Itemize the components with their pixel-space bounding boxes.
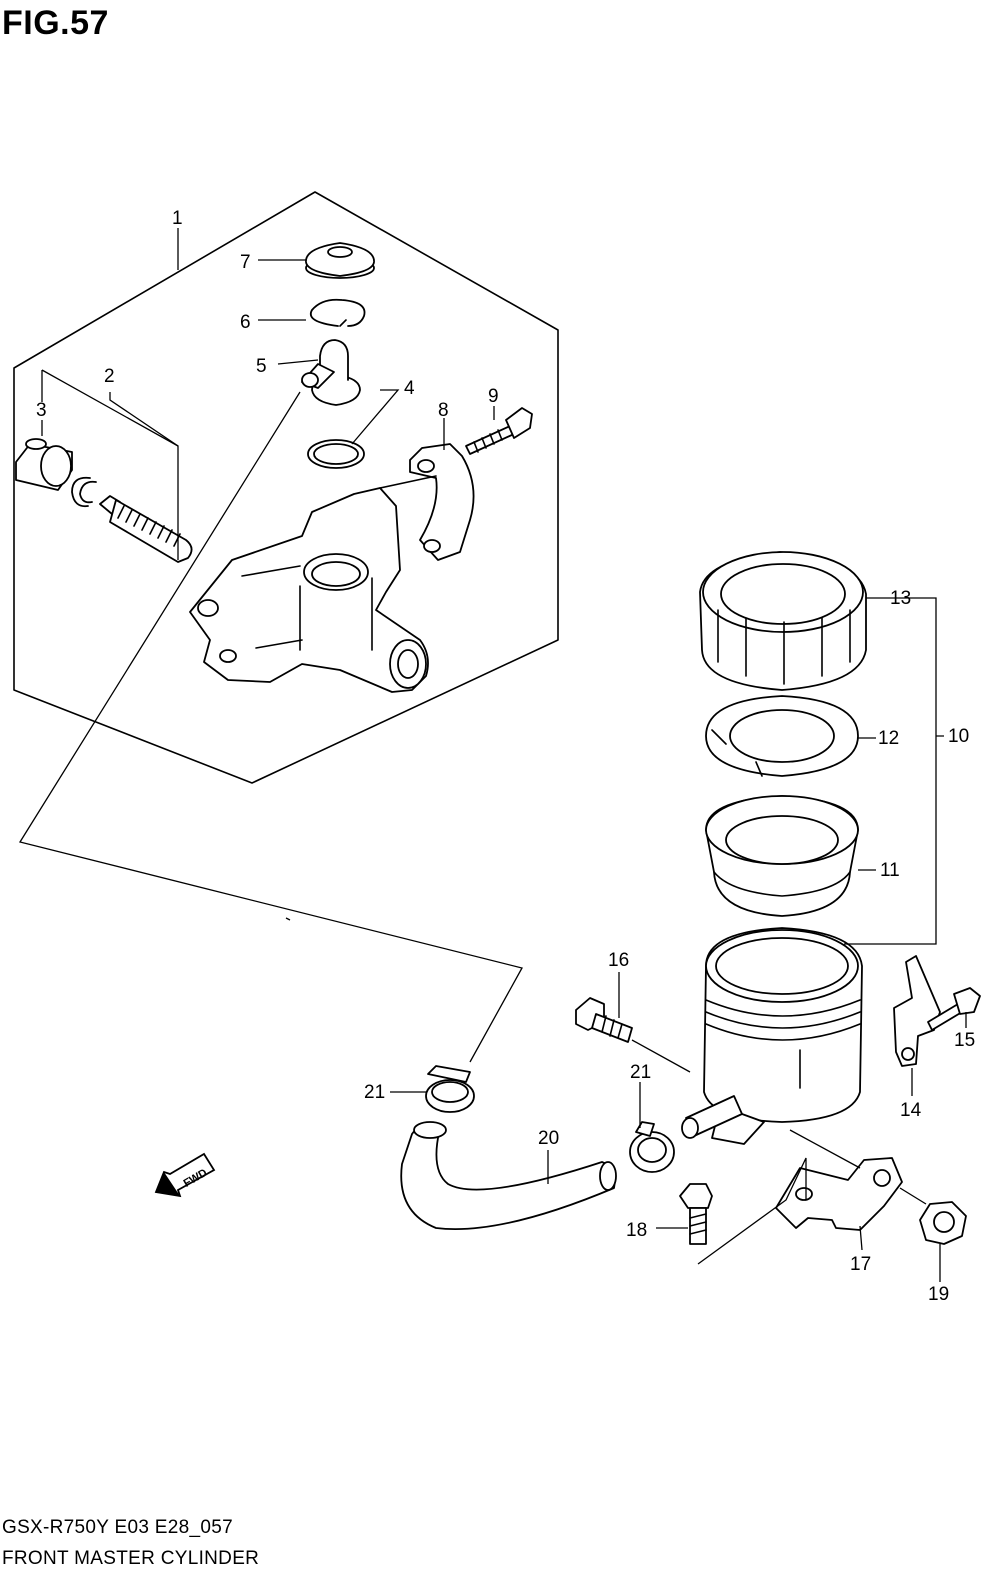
callout-19: 19: [928, 1284, 949, 1305]
callout-5: 5: [256, 356, 267, 377]
callout-14: 14: [900, 1100, 922, 1121]
assembly-1-outline: [13, 191, 559, 784]
part-8-clamp: [409, 443, 475, 561]
callout-1: 1: [172, 208, 183, 229]
callout-21-lower: 21: [630, 1062, 651, 1083]
callout-21-upper: 21: [364, 1082, 385, 1103]
part-6-circlip: [309, 298, 366, 327]
part-13-cap: [699, 551, 867, 691]
callout-2: 2: [104, 366, 115, 387]
part-11-diaphragm: [705, 795, 859, 917]
callout-10: 10: [948, 726, 969, 747]
figure-title: FIG.57: [2, 4, 109, 42]
reservoir-body: [681, 927, 863, 1145]
callout-3: 3: [36, 400, 47, 421]
callout-18: 18: [626, 1220, 647, 1241]
fwd-arrow-icon: FWD: [154, 1152, 216, 1198]
figure-code: GSX-R750Y E03 E28_057: [2, 1517, 233, 1538]
callout-17: 17: [850, 1254, 871, 1275]
part-19-nut: [919, 1201, 967, 1245]
part-4-o-ring: [307, 439, 365, 469]
part-21-clamp-upper: [425, 1065, 475, 1113]
callout-12: 12: [878, 728, 899, 749]
part-20-hose: [400, 1121, 617, 1231]
part-9-bolt: [465, 407, 533, 455]
callout-6: 6: [240, 312, 251, 333]
master-cylinder-body: [189, 475, 437, 693]
group-10-bracket: [844, 597, 944, 945]
callout-13: 13: [890, 588, 911, 609]
part-21-clamp-lower: [629, 1121, 675, 1173]
callout-11: 11: [880, 860, 900, 881]
callout-15: 15: [954, 1030, 975, 1051]
callout-16: 16: [608, 950, 629, 971]
part-15-screw: [927, 987, 981, 1031]
part-14-bracket: [893, 955, 941, 1067]
part-5-connector: [301, 339, 361, 406]
part-3-cup: [15, 438, 73, 491]
part-2-circlip: [71, 476, 97, 508]
hose-routing-line: [18, 391, 523, 1063]
part-16-bolt: [575, 997, 633, 1043]
part-2-piston: [99, 495, 193, 563]
part-12-plate: [705, 695, 859, 777]
part-17-bracket: [775, 1157, 903, 1231]
figure-name: FRONT MASTER CYLINDER: [2, 1548, 260, 1569]
callout-20: 20: [538, 1128, 559, 1149]
part-18-bolt: [679, 1183, 713, 1245]
callout-4: 4: [404, 378, 415, 399]
callout-7: 7: [240, 252, 251, 273]
callout-8: 8: [438, 400, 449, 421]
callout-9: 9: [488, 386, 499, 407]
part-7-boot: [305, 242, 375, 279]
